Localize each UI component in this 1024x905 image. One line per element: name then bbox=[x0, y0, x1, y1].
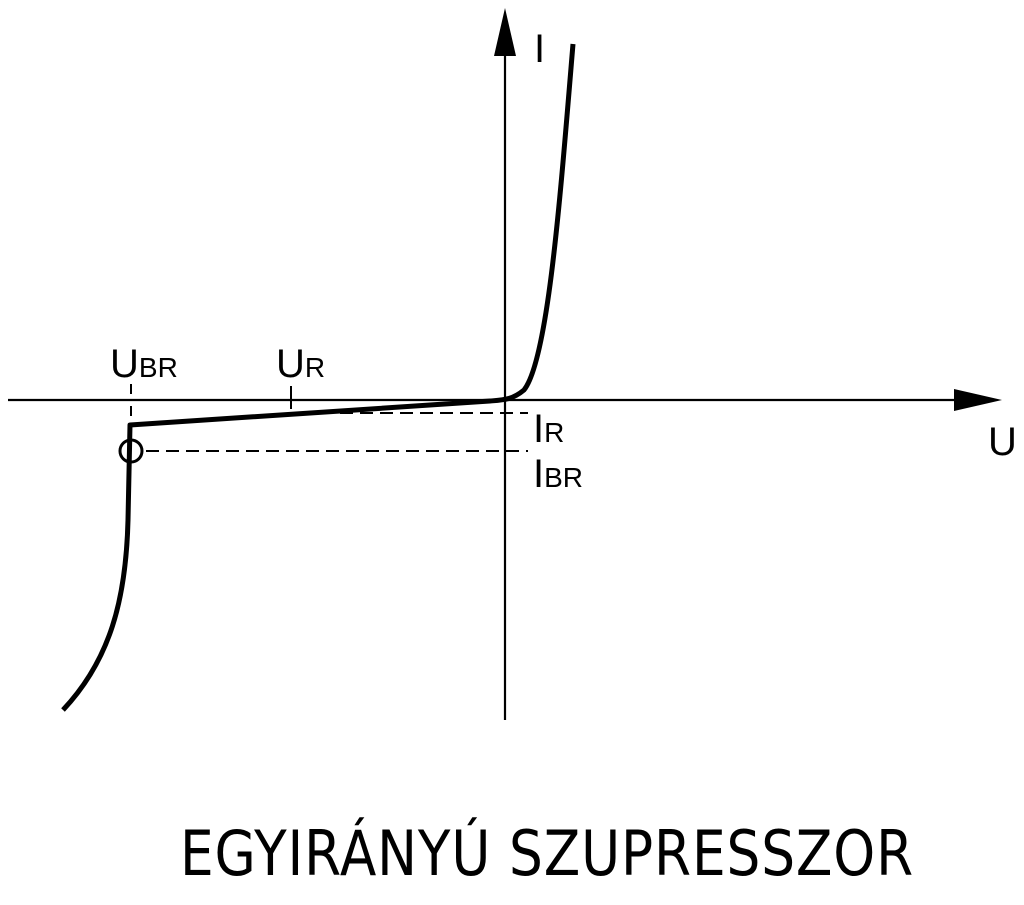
x-axis-label: U bbox=[988, 420, 1017, 464]
characteristic-curve bbox=[61, 43, 576, 712]
u-r-label-main: U bbox=[276, 342, 305, 386]
i-r-label: IR bbox=[533, 407, 564, 451]
y-axis-arrowhead bbox=[494, 8, 516, 56]
u-br-label: UBR bbox=[110, 342, 178, 386]
diagram-caption: EGYIRÁNYÚ SZUPRESSZOR bbox=[180, 817, 915, 890]
i-r-label-main: I bbox=[533, 407, 544, 451]
i-r-label-sub: R bbox=[544, 417, 564, 448]
y-axis-label: I bbox=[534, 27, 545, 71]
i-br-label: IBR bbox=[533, 452, 583, 496]
breakdown-point-marker bbox=[118, 438, 144, 464]
x-axis-arrowhead bbox=[954, 389, 1002, 411]
u-r-label-sub: R bbox=[305, 352, 325, 383]
i-br-label-main: I bbox=[533, 452, 544, 496]
u-br-label-sub: BR bbox=[139, 352, 178, 383]
u-br-label-main: U bbox=[110, 342, 139, 386]
i-br-label-sub: BR bbox=[544, 462, 583, 493]
u-r-label: UR bbox=[276, 342, 325, 386]
